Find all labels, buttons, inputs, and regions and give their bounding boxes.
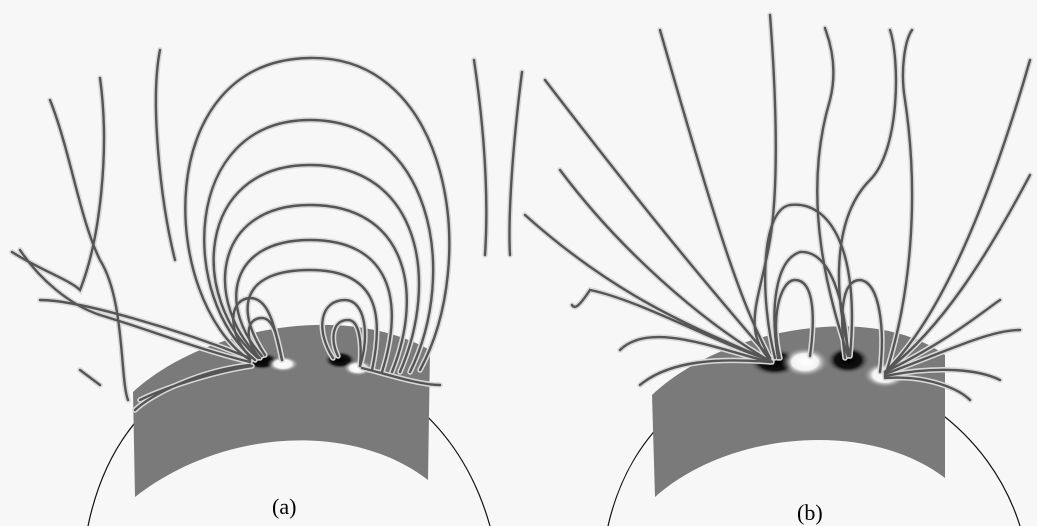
positive-polarity-b1 <box>781 347 829 377</box>
panel-b <box>525 15 1030 526</box>
field-lines-b <box>525 15 1030 400</box>
panel-b-label: (b) <box>797 502 823 524</box>
field-lines-a <box>12 50 522 410</box>
panel-a <box>12 50 522 526</box>
panel-a-label: (a) <box>272 496 296 518</box>
